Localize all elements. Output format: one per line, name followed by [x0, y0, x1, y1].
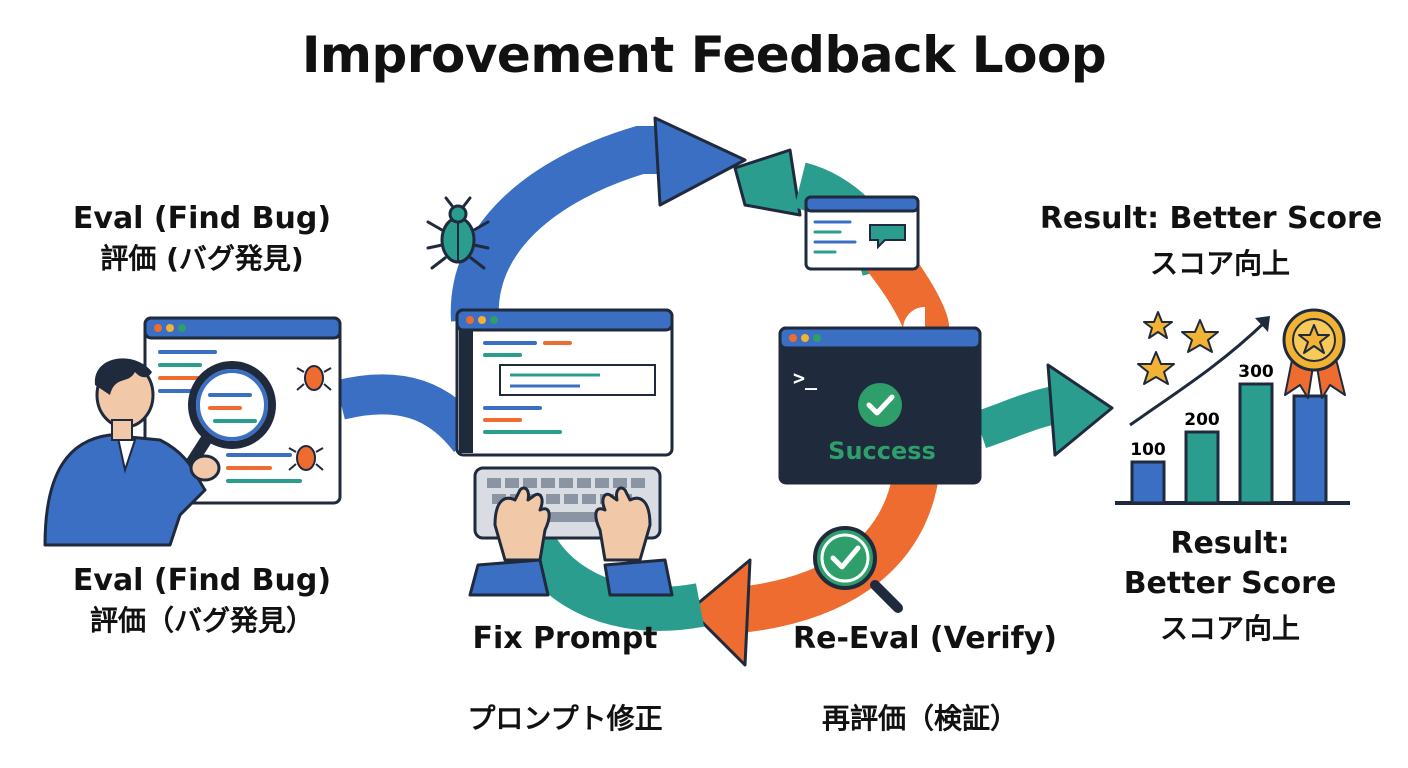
result-label-bottom-jp: スコア向上 — [1159, 612, 1300, 645]
result-label-bottom-2: Better Score — [1123, 566, 1337, 601]
fix-label-jp: プロンプト修正 — [467, 702, 663, 735]
medal-icon — [1282, 308, 1346, 399]
score-chart — [1115, 316, 1350, 505]
hands-icon — [468, 486, 674, 597]
score-bar — [1292, 394, 1328, 505]
fix-label: Fix Prompt — [472, 621, 658, 656]
result-label: Result: Better Score — [1039, 201, 1383, 236]
terminal-prompt: >_ — [793, 366, 818, 390]
reeval-label-jp: 再評価（検証） — [821, 702, 1018, 735]
star-icon — [1143, 311, 1173, 339]
eval-label-bottom: Eval (Find Bug) — [72, 563, 332, 598]
score-bar — [1184, 430, 1220, 505]
result-label-jp: スコア向上 — [1149, 247, 1290, 280]
verify-magnifier-icon — [813, 526, 903, 613]
blue-loop-arrow — [450, 116, 747, 322]
bar-label: 300 — [1238, 362, 1274, 382]
bug-icon — [296, 365, 332, 391]
result-label-bottom-1: Result: — [1170, 526, 1290, 561]
bug-icon — [426, 196, 490, 270]
eval-label-bottom-jp: 評価（バグ発見） — [89, 604, 314, 637]
success-status: Success — [828, 437, 936, 465]
score-bar — [1130, 460, 1166, 505]
diagram-title: Improvement Feedback Loop — [301, 26, 1107, 84]
eval-label: Eval (Find Bug) — [72, 201, 332, 236]
check-icon — [858, 383, 902, 427]
review-window — [804, 195, 920, 271]
eval-label-jp: 評価 (バグ発見) — [100, 242, 304, 275]
fix-code-window — [455, 308, 674, 457]
star-icon — [1181, 319, 1219, 353]
person-icon — [43, 358, 221, 547]
blue-connector-arrow — [335, 374, 486, 453]
bug-icon — [288, 445, 324, 471]
star-icon — [1137, 351, 1175, 385]
score-bar — [1238, 382, 1274, 505]
bar-label: 200 — [1184, 410, 1220, 430]
reeval-label: Re-Eval (Verify) — [793, 621, 1057, 656]
teal-bottom-arrow — [515, 533, 705, 631]
bar-label: 100 — [1130, 440, 1166, 460]
teal-result-arrow — [973, 363, 1114, 457]
